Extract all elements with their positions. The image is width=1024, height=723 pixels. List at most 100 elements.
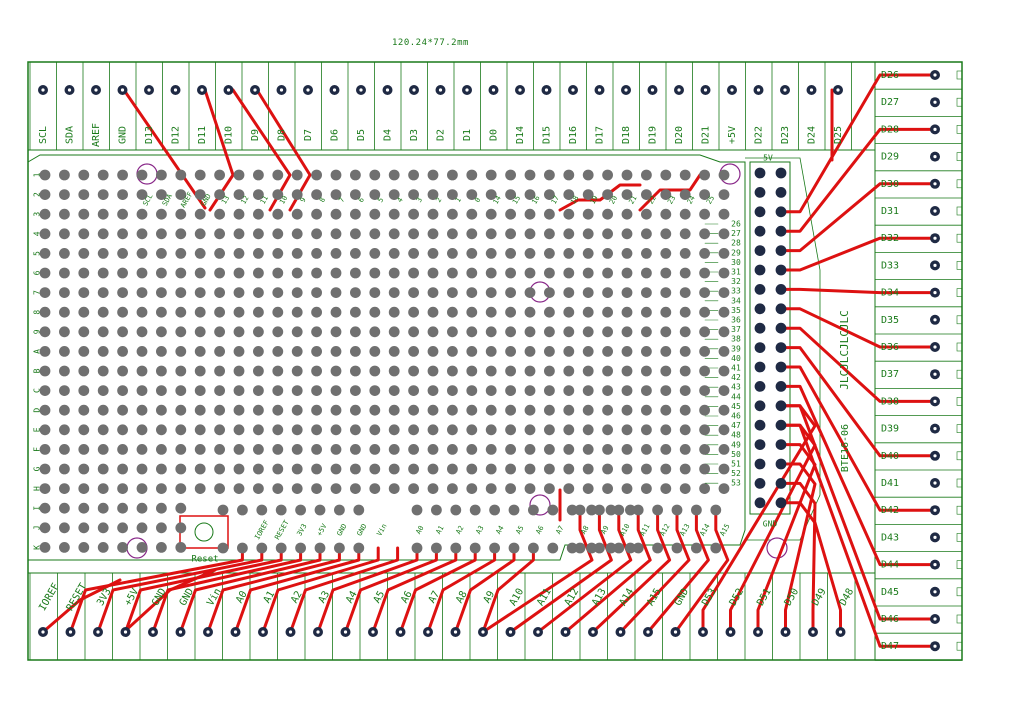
grid-hole bbox=[39, 365, 51, 377]
grid-hole bbox=[97, 385, 109, 396]
analog2-pad bbox=[710, 542, 722, 554]
lower-pad bbox=[431, 542, 442, 554]
grid-hole bbox=[39, 248, 51, 259]
inner-right-number-50: 50 bbox=[731, 450, 741, 459]
grid-hole bbox=[485, 444, 497, 455]
top-pin-pad-D22-hole bbox=[756, 88, 761, 92]
grid-hole bbox=[350, 228, 361, 240]
grid-hole bbox=[602, 385, 613, 396]
trace-lower-bottom bbox=[344, 546, 438, 634]
grid-hole bbox=[233, 365, 245, 377]
grid-hole bbox=[272, 346, 284, 357]
bottom-pin-pad-A14-hole bbox=[618, 630, 623, 634]
grid-hole bbox=[214, 287, 226, 298]
row-letter-4: 4 bbox=[33, 231, 42, 236]
top-pin-label-D0: D0 bbox=[489, 129, 500, 141]
grid-hole bbox=[718, 385, 730, 396]
right-pin-pad-D41-hole bbox=[933, 481, 937, 485]
grid-hole bbox=[641, 228, 652, 240]
bottom-pin-pad-A6-hole bbox=[398, 630, 403, 634]
inner-right-number-36: 36 bbox=[731, 316, 741, 325]
lower-pad bbox=[566, 504, 578, 516]
grid-hole bbox=[582, 169, 594, 181]
grid-hole bbox=[194, 385, 206, 396]
grid-hole bbox=[447, 267, 458, 279]
top-pin-label-D4: D4 bbox=[383, 129, 394, 141]
grid-hole bbox=[369, 444, 381, 455]
grid-hole bbox=[544, 208, 555, 220]
grid-hole bbox=[505, 208, 516, 220]
top-pin-label-D7: D7 bbox=[303, 129, 314, 141]
grid-hole bbox=[466, 424, 478, 436]
grid-hole bbox=[59, 169, 70, 181]
grid-hole bbox=[466, 463, 478, 475]
bottom-pin-label-A8: A8 bbox=[454, 589, 470, 605]
grid-hole bbox=[679, 208, 691, 220]
grid-hole bbox=[136, 542, 148, 553]
bottom-pin-pad-A8-hole bbox=[453, 630, 458, 634]
grid-hole bbox=[194, 267, 206, 279]
grid-hole bbox=[641, 483, 652, 494]
top-pin-label-D18: D18 bbox=[621, 126, 632, 144]
header-pin bbox=[775, 478, 787, 489]
grid-hole bbox=[466, 346, 478, 357]
grid-hole bbox=[253, 483, 264, 494]
grid-hole bbox=[679, 189, 691, 201]
grid-hole bbox=[214, 346, 226, 357]
grid-hole bbox=[408, 483, 419, 494]
grid-hole bbox=[311, 228, 322, 240]
grid-hole bbox=[582, 248, 594, 259]
grid-hole bbox=[582, 326, 594, 338]
grid-hole bbox=[369, 228, 381, 240]
lower-pad bbox=[586, 542, 597, 554]
grid-hole bbox=[660, 444, 672, 455]
grid-hole bbox=[602, 365, 613, 377]
grid-hole bbox=[175, 404, 187, 416]
grid-hole bbox=[718, 287, 730, 298]
right-edge-tab bbox=[956, 206, 963, 216]
grid-hole bbox=[524, 424, 536, 436]
bottom-pin-label-A4: A4 bbox=[344, 589, 360, 605]
grid-hole bbox=[272, 287, 284, 298]
trace-header-right bbox=[779, 384, 937, 567]
grid-hole bbox=[369, 346, 381, 357]
row-letter-J: J bbox=[33, 525, 42, 530]
grid-hole bbox=[117, 169, 128, 181]
grid-hole bbox=[524, 444, 536, 455]
lower-pad bbox=[275, 542, 287, 554]
grid-hole bbox=[408, 326, 419, 338]
bottom-pin-pad-A13-hole bbox=[591, 630, 595, 634]
bottom-pin-pad-A3-hole bbox=[316, 630, 320, 634]
grid-hole bbox=[156, 346, 167, 357]
bottom-pin-pad-A10-hole bbox=[508, 630, 513, 634]
header-pin bbox=[754, 245, 766, 256]
bottom-pin-pad-A9-hole bbox=[481, 630, 485, 634]
row-letter-I: I bbox=[33, 506, 42, 511]
grid-hole bbox=[136, 228, 148, 240]
grid-hole bbox=[59, 287, 70, 298]
lower-pad bbox=[605, 504, 617, 516]
row-letter-6: 6 bbox=[33, 270, 42, 275]
right-edge-tab bbox=[956, 505, 963, 515]
bottom-pin-label-D51: D51 bbox=[755, 587, 774, 608]
analog2-label-A11: A11 bbox=[638, 523, 651, 538]
header-pin bbox=[754, 342, 766, 353]
grid-hole bbox=[544, 326, 555, 338]
grid-hole bbox=[311, 306, 322, 318]
right-edge-tab bbox=[956, 641, 963, 651]
trace-analog2-bottom bbox=[481, 508, 594, 634]
grid-hole bbox=[253, 385, 264, 396]
grid-hole bbox=[718, 248, 730, 259]
grid-hole bbox=[214, 483, 226, 494]
grid-hole bbox=[136, 189, 148, 201]
row-letter-K: K bbox=[33, 545, 42, 550]
grid-hole bbox=[253, 287, 264, 298]
analog2-pad bbox=[594, 542, 605, 554]
grid-hole bbox=[156, 522, 167, 534]
grid-hole bbox=[660, 404, 672, 416]
grid-hole bbox=[388, 306, 400, 318]
lower-pad bbox=[217, 504, 229, 516]
power-label-IOREF: IOREF bbox=[253, 519, 270, 541]
grid-hole bbox=[272, 385, 284, 396]
grid-hole bbox=[641, 385, 652, 396]
